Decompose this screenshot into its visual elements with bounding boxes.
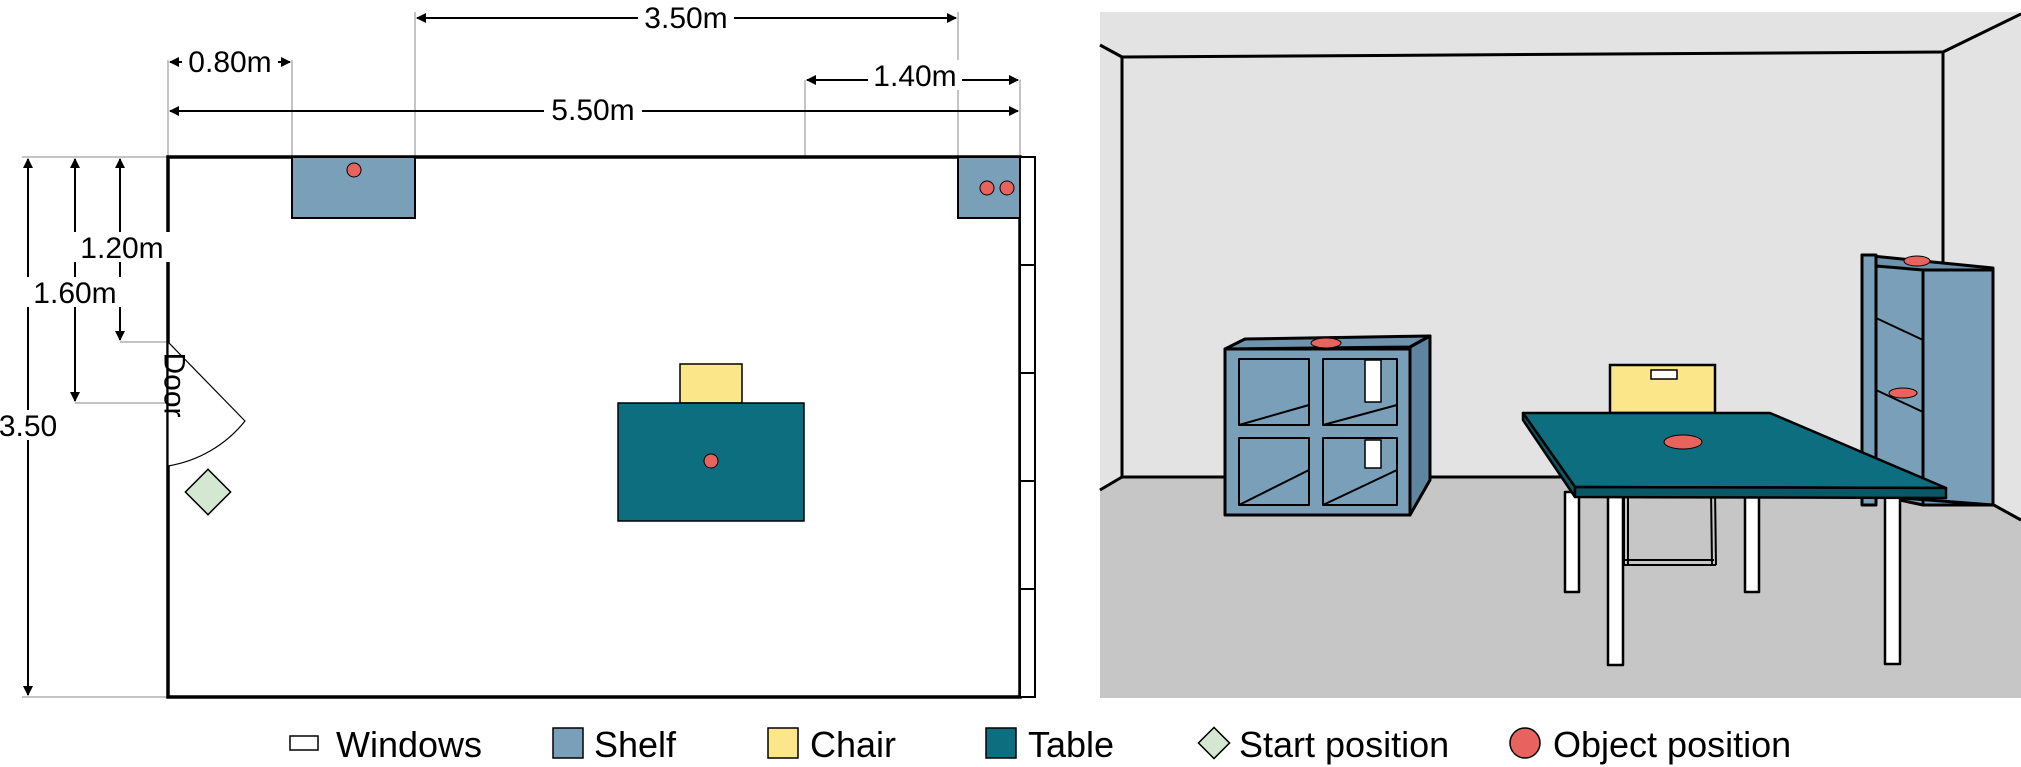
dim-room-depth: 3.50: [0, 410, 57, 443]
window: [1019, 156, 1036, 266]
dim-table-to-right: 1.40m: [873, 60, 956, 93]
room-3d-view: [1099, 12, 2021, 698]
table-3d: [1521, 411, 1948, 667]
dim-total-width: 5.50m: [551, 94, 634, 127]
object-position: [1903, 255, 1931, 267]
dimension-labels: 3.50m 0.80m 1.40m 5.50m 1.20m 1.60m 3.50: [0, 2, 962, 443]
room-outline: [166, 155, 1022, 699]
dim-door-top: 1.20m: [80, 232, 163, 265]
dim-shelf-to-right-shelf: 3.50m: [644, 2, 727, 35]
shelf-tall: [1860, 253, 1995, 507]
windows: [1019, 156, 1036, 698]
legend-table-label: Table: [1028, 724, 1114, 765]
legend-object-swatch: [1509, 727, 1541, 759]
object-position: [703, 453, 719, 469]
shelf-cube: [1223, 334, 1432, 517]
window: [1019, 372, 1036, 482]
object-position: [1310, 337, 1342, 349]
legend-table-swatch: [985, 727, 1017, 759]
dim-door-bottom: 1.60m: [33, 277, 116, 310]
legend-window-swatch: [289, 735, 319, 751]
legend-start-swatch: [1197, 726, 1231, 760]
object-position: [1663, 434, 1703, 450]
start-position: [184, 468, 232, 516]
legend-shelf-swatch: [552, 727, 584, 759]
legend-object-label: Object position: [1553, 724, 1791, 765]
window: [1019, 588, 1036, 698]
legend-windows-label: Windows: [336, 724, 482, 765]
object-position: [1888, 387, 1918, 399]
window: [1019, 480, 1036, 590]
chair: [679, 363, 743, 404]
legend: Windows Shelf Chair Table Start position…: [289, 724, 1791, 765]
object-position: [346, 162, 362, 178]
door-label: Door: [158, 352, 191, 417]
door-swing: [167, 340, 246, 467]
window: [1019, 264, 1036, 374]
legend-chair-swatch: [767, 727, 799, 759]
legend-shelf-label: Shelf: [594, 724, 677, 765]
object-position: [979, 180, 995, 196]
dim-left-to-shelf: 0.80m: [188, 46, 271, 79]
object-position: [999, 180, 1015, 196]
legend-start-label: Start position: [1239, 724, 1449, 765]
floor: [1100, 477, 2021, 698]
legend-chair-label: Chair: [810, 724, 896, 765]
floor-plan: Door 3.50m 0.80m 1.40m 5.50m 1.20m: [0, 2, 1036, 699]
